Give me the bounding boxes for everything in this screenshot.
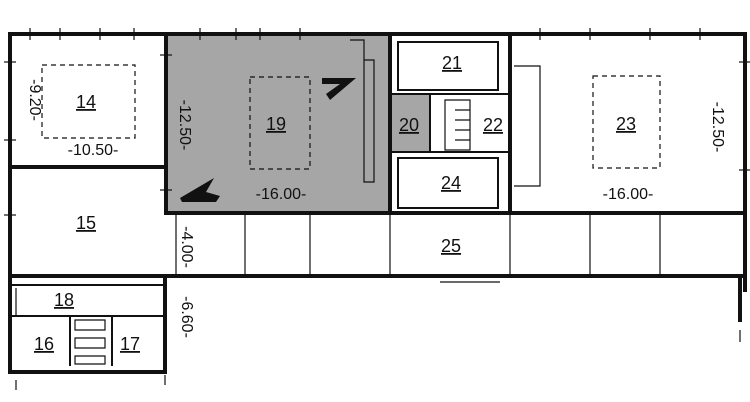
room-19-dashed-box: [249, 76, 311, 170]
tick-marks: [4, 28, 750, 390]
room-21-label: 21: [442, 53, 462, 73]
stair-arrow-symbol-lower: [180, 178, 220, 202]
dimension-16-00-left: -16.00-: [256, 186, 307, 203]
room-22-label: 22: [483, 115, 503, 135]
room-25-label: 25: [441, 236, 461, 256]
dimension-6-60: -6.60-: [178, 296, 195, 338]
room-14-label: 14: [76, 92, 96, 112]
room-17-label: 17: [120, 334, 140, 354]
dimension-16-00-right: -16.00-: [603, 186, 654, 203]
dimension-9-20: -9.20-: [26, 79, 43, 121]
dimension-12-50-left: -12.50-: [176, 100, 193, 151]
room-16-label: 16: [34, 334, 54, 354]
stair-arrow-symbol-upper: [322, 78, 356, 100]
room-23-dashed-box: [592, 75, 661, 169]
dimension-10-50: -10.50-: [68, 142, 119, 159]
room-20-label: 20: [399, 115, 419, 135]
room-18-label: 18: [54, 290, 74, 310]
room-19-label: 19: [266, 114, 286, 134]
interior-lines: [9, 39, 661, 365]
walls: [8, 32, 747, 374]
room-24-label: 24: [441, 173, 461, 193]
dimension-4-00: -4.00-: [178, 226, 195, 268]
room-23-label: 23: [616, 114, 636, 134]
room-14-dashed-box: [41, 64, 136, 139]
room-15-label: 15: [76, 213, 96, 233]
dimension-12-50-right: -12.50-: [709, 102, 726, 153]
